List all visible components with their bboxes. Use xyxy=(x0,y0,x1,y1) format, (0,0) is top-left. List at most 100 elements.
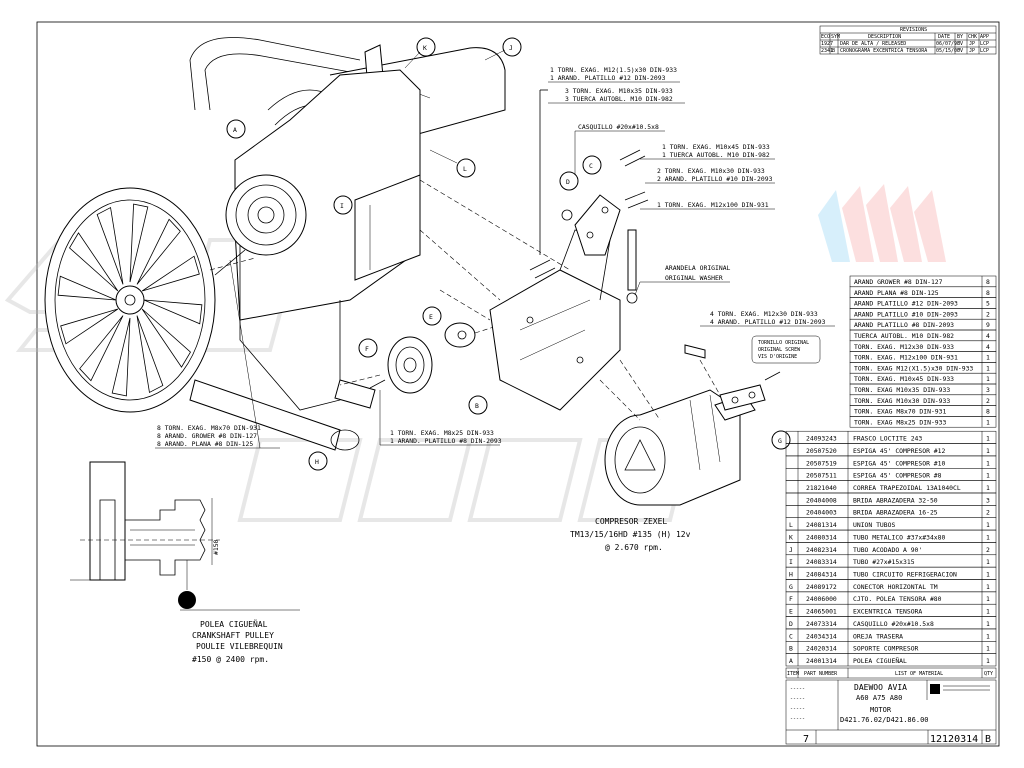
svg-text:VIS D'ORIGINE: VIS D'ORIGINE xyxy=(758,354,797,360)
svg-text:DAR DE ALTA / RELEASED: DAR DE ALTA / RELEASED xyxy=(840,41,906,47)
svg-text:FV: FV xyxy=(957,48,963,54)
svg-text:#150 @ 2400 rpm.: #150 @ 2400 rpm. xyxy=(192,655,269,664)
svg-text:1 TUERCA AUTOBL. M10 DIN-982: 1 TUERCA AUTOBL. M10 DIN-982 xyxy=(662,151,770,159)
svg-text:B: B xyxy=(832,48,835,54)
svg-text:1 ARAND. PLATILLO #12 DIN-2093: 1 ARAND. PLATILLO #12 DIN-2093 xyxy=(550,74,666,82)
svg-text:4 TORN. EXAG. M12x30 DIN-933: 4 TORN. EXAG. M12x30 DIN-933 xyxy=(710,310,818,318)
fan-blade xyxy=(129,203,149,283)
parts-code: 20507511 xyxy=(806,472,837,480)
svg-text:POULIE VILEBREQUIN: POULIE VILEBREQUIN xyxy=(196,642,283,651)
svg-text:LCP: LCP xyxy=(980,41,989,47)
hardware-qty: 8 xyxy=(986,289,990,297)
title-line-2: A60 A75 A80 xyxy=(856,694,902,702)
drawing-number: 12120314 xyxy=(930,734,978,745)
parts-qty: 2 xyxy=(986,546,990,554)
parts-code: 24089172 xyxy=(806,583,837,591)
parts-desc: ESPIGA 45' COMPRESOR #8 xyxy=(853,472,942,480)
marker-e: E xyxy=(429,313,433,321)
svg-text:@ 2.670 rpm.: @ 2.670 rpm. xyxy=(605,543,663,552)
title-line-4: D421.76.02/D421.86.00 xyxy=(840,716,929,724)
parts-qty: 1 xyxy=(986,521,990,529)
parts-qty: 1 xyxy=(986,533,990,541)
parts-item: G xyxy=(789,583,793,591)
svg-text:APP: APP xyxy=(980,34,989,40)
parts-qty: 2 xyxy=(986,509,990,517)
parts-code: 24001314 xyxy=(806,657,837,665)
svg-text:ORIGINAL WASHER: ORIGINAL WASHER xyxy=(665,274,723,282)
hardware-desc: TORN. EXAG M12(X1.5)x30 DIN-933 xyxy=(854,364,973,372)
parts-qty: 3 xyxy=(986,496,990,504)
title-block: ----- ----- ----- ----- DAEWOO AVIA A60 … xyxy=(785,679,997,745)
parts-code: 20404003 xyxy=(806,509,837,517)
callout-bolt-group-4: 2 TORN. EXAG. M10x30 DIN-933 2 ARAND. PL… xyxy=(645,167,775,184)
callout-bolt-group-2: 3 TORN. EXAG. M10x35 DIN-933 3 TUERCA AU… xyxy=(548,87,685,104)
parts-item: K xyxy=(789,533,793,541)
hardware-qty: 1 xyxy=(986,375,990,383)
parts-qty: 1 xyxy=(986,620,990,628)
hardware-desc: TORN. EXAG M10x35 DIN-933 xyxy=(854,386,950,394)
hardware-qty: 8 xyxy=(986,408,990,416)
svg-text:4 ARAND. PLATILLO #12 DIN-2093: 4 ARAND. PLATILLO #12 DIN-2093 xyxy=(710,318,826,326)
svg-text:1 TORN. EXAG. M12(1.5)x30 DIN-: 1 TORN. EXAG. M12(1.5)x30 DIN-933 xyxy=(550,66,677,74)
parts-code: 24082314 xyxy=(806,546,837,554)
svg-text:1 TORN. EXAG. M8x25 DIN-933: 1 TORN. EXAG. M8x25 DIN-933 xyxy=(390,429,494,437)
parts-qty: 1 xyxy=(986,595,990,603)
svg-text:1 TORN. EXAG. M10x45 DIN-933: 1 TORN. EXAG. M10x45 DIN-933 xyxy=(662,143,770,151)
parts-qty: 1 xyxy=(986,459,990,467)
svg-text:ARANDELA ORIGINAL: ARANDELA ORIGINAL xyxy=(665,264,731,272)
parts-desc: ESPIGA 45' COMPRESOR #10 xyxy=(853,459,945,467)
svg-text:8 ARAND. PLANA #8 DIN-125: 8 ARAND. PLANA #8 DIN-125 xyxy=(157,440,253,448)
parts-item: J xyxy=(789,546,793,554)
svg-text:1 TORN. EXAG. M12x100 DIN-931: 1 TORN. EXAG. M12x100 DIN-931 xyxy=(657,201,769,209)
hardware-desc: TORN. EXAG. M12x30 DIN-933 xyxy=(854,343,954,351)
marker-c: C xyxy=(589,162,593,170)
title-line-3: MOTOR xyxy=(870,706,892,714)
marker-d: D xyxy=(566,178,570,186)
parts-desc: TUBO CIRCUITO REFRIGERACION xyxy=(853,570,957,578)
parts-desc: CJTO. POLEA TENSORA #80 xyxy=(853,595,942,603)
svg-text:8 ARAND. GROWER #8 DIN-127: 8 ARAND. GROWER #8 DIN-127 xyxy=(157,432,257,440)
parts-desc: UNION TUBOS xyxy=(853,521,895,529)
parts-item: C xyxy=(789,632,793,640)
parts-desc: CORREA TRAPEZOIDAL 13A1040CL xyxy=(853,484,961,492)
marker-k: K xyxy=(423,44,427,52)
drawing-frame xyxy=(36,21,1000,747)
hardware-desc: TORN. EXAG M8x25 DIN-933 xyxy=(854,418,946,426)
svg-text:SYM: SYM xyxy=(831,34,840,40)
bushing xyxy=(561,209,573,221)
fan-blade xyxy=(141,308,191,368)
fan-blade xyxy=(136,315,164,394)
svg-text:2 ARAND. PLATILLO #10 DIN-2093: 2 ARAND. PLATILLO #10 DIN-2093 xyxy=(657,175,773,183)
fan-blade xyxy=(69,232,119,292)
parts-item: H xyxy=(789,570,793,578)
callout-bolt-group-3: 1 TORN. EXAG. M10x45 DIN-933 1 TUERCA AU… xyxy=(640,143,775,160)
eccentric xyxy=(444,322,501,348)
svg-text:1 ARAND. PLATILLO #8 DIN-2093: 1 ARAND. PLATILLO #8 DIN-2093 xyxy=(390,437,502,445)
marker-b: B xyxy=(475,402,479,410)
hardware-qty: 8 xyxy=(986,278,990,286)
fan-blade xyxy=(57,275,117,301)
svg-text:3 TUERCA AUTOBL. M10 DIN-982: 3 TUERCA AUTOBL. M10 DIN-982 xyxy=(565,95,673,103)
hardware-desc: ARAND PLATILLO #10 DIN-2093 xyxy=(854,310,958,318)
parts-item: A xyxy=(789,657,793,665)
fan-blade xyxy=(79,315,124,382)
parts-qty: 1 xyxy=(986,472,990,480)
svg-text:LIST OF MATERIAL: LIST OF MATERIAL xyxy=(895,671,943,677)
marker-l: L xyxy=(463,165,467,173)
